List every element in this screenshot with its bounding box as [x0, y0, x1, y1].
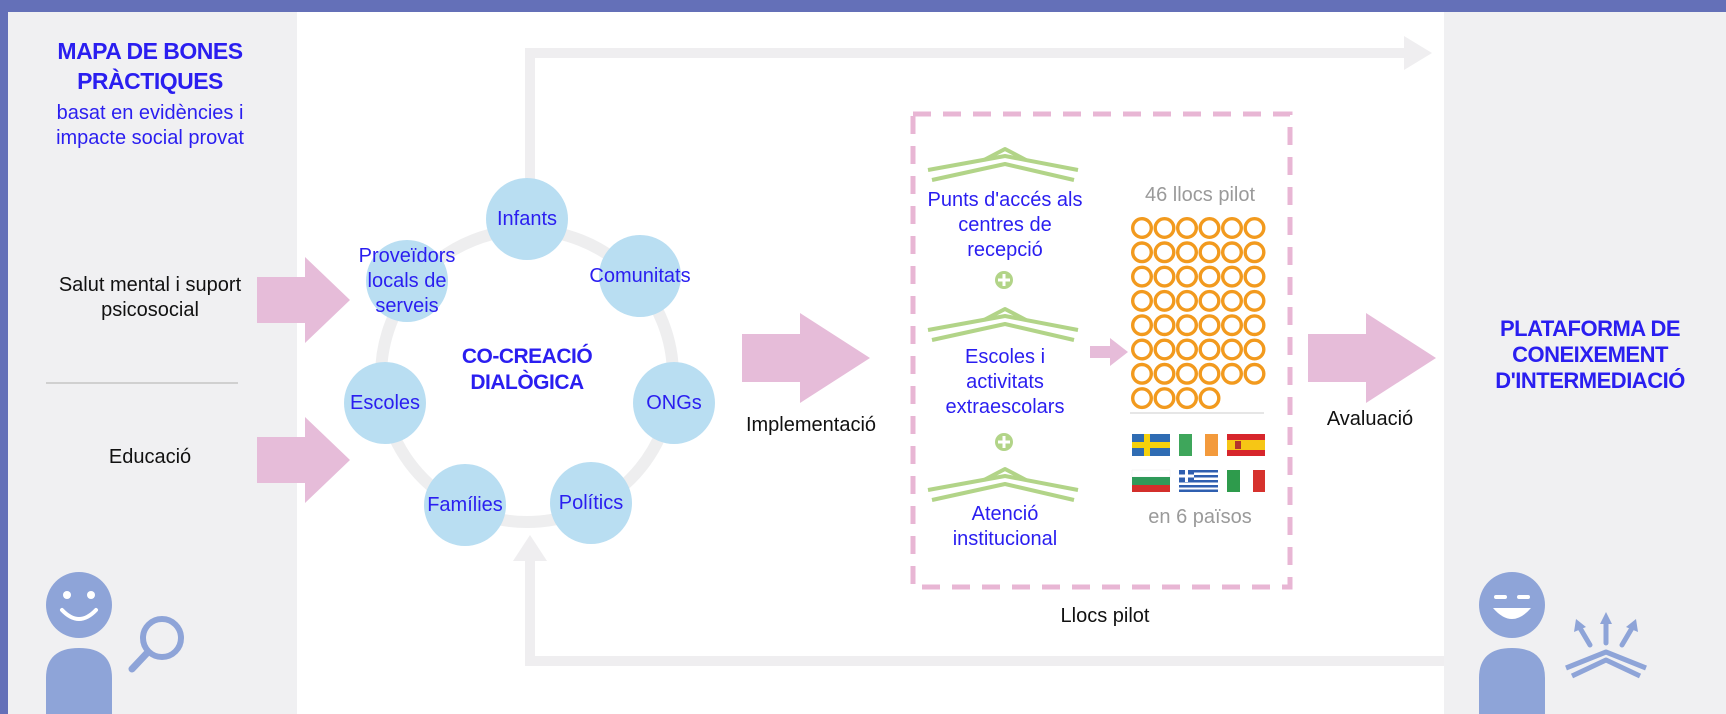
- pilot-site-ring: [1243, 265, 1266, 288]
- pilot-site-ring: [1130, 265, 1153, 288]
- book-icon-3: [927, 467, 1079, 502]
- book-icon-2: [927, 307, 1079, 342]
- bottom-feedback-arrowhead: [513, 535, 547, 561]
- top-flow-line: [525, 48, 1410, 215]
- pilot-dashed-box: [910, 111, 1293, 590]
- input-arrow-1: [257, 257, 350, 343]
- pilot-site-ring: [1153, 216, 1176, 239]
- node-families: Famílies: [424, 464, 506, 546]
- pilot-site-ring: [1175, 241, 1198, 264]
- pilot-site-ring: [1198, 216, 1221, 239]
- pilot-site-ring: [1153, 289, 1176, 312]
- pilot-site-ring: [1130, 314, 1153, 337]
- pilot-site-ring: [1198, 265, 1221, 288]
- pilot-site-ring: [1198, 362, 1221, 385]
- pilot-site-ring: [1243, 362, 1266, 385]
- pilot-site-ring: [1175, 265, 1198, 288]
- pilot-site-ring: [1153, 362, 1176, 385]
- evaluation-label: Avaluació: [1326, 408, 1414, 430]
- pilot-footer-label: Llocs pilot: [1060, 605, 1150, 627]
- pilot-site-ring: [1220, 338, 1243, 361]
- pilot-site-ring: [1198, 387, 1221, 410]
- flag-spain-icon: [1227, 434, 1265, 456]
- pilot-site-ring: [1198, 314, 1221, 337]
- pilot-site-schools: Escoles i activitats extraescolars: [945, 346, 1065, 418]
- input-label-education: Educació: [108, 446, 192, 468]
- pilot-site-ring: [1153, 387, 1176, 410]
- pilot-site-ring: [1198, 289, 1221, 312]
- pilot-site-ring: [1198, 241, 1221, 264]
- pilot-site-ring: [1153, 314, 1176, 337]
- pilot-site-ring: [1175, 387, 1198, 410]
- pilot-site-rings: [1130, 216, 1266, 410]
- pilot-site-ring: [1243, 289, 1266, 312]
- pilot-site-ring: [1130, 289, 1153, 312]
- pilot-site-ring: [1243, 241, 1266, 264]
- left-subtitle: basat en evidències i impacte social pro…: [56, 102, 244, 149]
- pilot-site-ring: [1175, 289, 1198, 312]
- flag-sweden-icon: [1132, 434, 1170, 456]
- pilot-site-ring: [1130, 362, 1153, 385]
- pilot-site-ring: [1220, 314, 1243, 337]
- pilot-inner-arrow: [1090, 338, 1128, 366]
- pilot-site-ring: [1175, 314, 1198, 337]
- implementation-arrow: [742, 313, 870, 403]
- pilot-site-reception: Punts d'accés als centres de recepció: [927, 189, 1083, 261]
- user-knowledge-icon: [1479, 572, 1647, 714]
- pilot-site-ring: [1130, 387, 1153, 410]
- input-label-mental-health: Salut mental i suport psicosocial: [58, 274, 242, 321]
- bottom-feedback-line: [525, 555, 1444, 666]
- evaluation-arrow: [1308, 313, 1436, 403]
- flag-italy-icon: [1227, 470, 1265, 492]
- right-title: PLATAFORMA DE CONEIXEMENT D'INTERMEDIACI…: [1495, 316, 1685, 393]
- countries-label: en 6 països: [1148, 506, 1252, 528]
- user-search-icon: [46, 572, 184, 714]
- pilot-count-label: 46 llocs pilot: [1144, 184, 1256, 206]
- input-arrow-2: [257, 417, 350, 503]
- pilot-site-ring: [1175, 216, 1198, 239]
- node-comunitats: Comunitats: [589, 235, 691, 317]
- plus-icon: [995, 433, 1013, 451]
- pilot-site-ring: [1243, 338, 1266, 361]
- pilot-site-ring: [1243, 216, 1266, 239]
- pilot-site-ring: [1243, 314, 1266, 337]
- pilot-site-ring: [1220, 216, 1243, 239]
- pilot-site-ring: [1130, 241, 1153, 264]
- cocreation-center-label: CO-CREACIÓ DIALÒGICA: [461, 345, 593, 394]
- implementation-label: Implementació: [745, 414, 877, 436]
- book-icon-1: [927, 147, 1079, 182]
- pilot-site-ring: [1220, 289, 1243, 312]
- flag-greece-icon: [1179, 470, 1218, 492]
- node-local-providers: Proveïdors locals de serveis: [359, 240, 455, 322]
- flag-ireland-icon: [1179, 434, 1218, 456]
- pilot-site-ring: [1153, 241, 1176, 264]
- flag-bulgaria-icon: [1131, 469, 1171, 492]
- pilot-site-ring: [1220, 241, 1243, 264]
- pilot-site-ring: [1175, 362, 1198, 385]
- node-infants: Infants: [486, 178, 568, 260]
- node-escoles: Escoles: [344, 362, 426, 444]
- plus-icon: [995, 271, 1013, 289]
- pilot-site-ring: [1198, 338, 1221, 361]
- node-ongs: ONGs: [633, 362, 715, 444]
- pilot-site-ring: [1153, 265, 1176, 288]
- pilot-site-ring: [1130, 338, 1153, 361]
- pilot-site-ring: [1220, 362, 1243, 385]
- pilot-site-ring: [1220, 265, 1243, 288]
- pilot-site-ring: [1130, 216, 1153, 239]
- pilot-site-institutional: Atenció institucional: [952, 503, 1058, 550]
- pilot-site-ring: [1175, 338, 1198, 361]
- top-flow-arrowhead: [1404, 36, 1432, 70]
- left-title: MAPA DE BONES PRÀCTIQUES: [57, 38, 243, 94]
- node-politics: Polítics: [550, 462, 632, 544]
- pilot-site-ring: [1153, 338, 1176, 361]
